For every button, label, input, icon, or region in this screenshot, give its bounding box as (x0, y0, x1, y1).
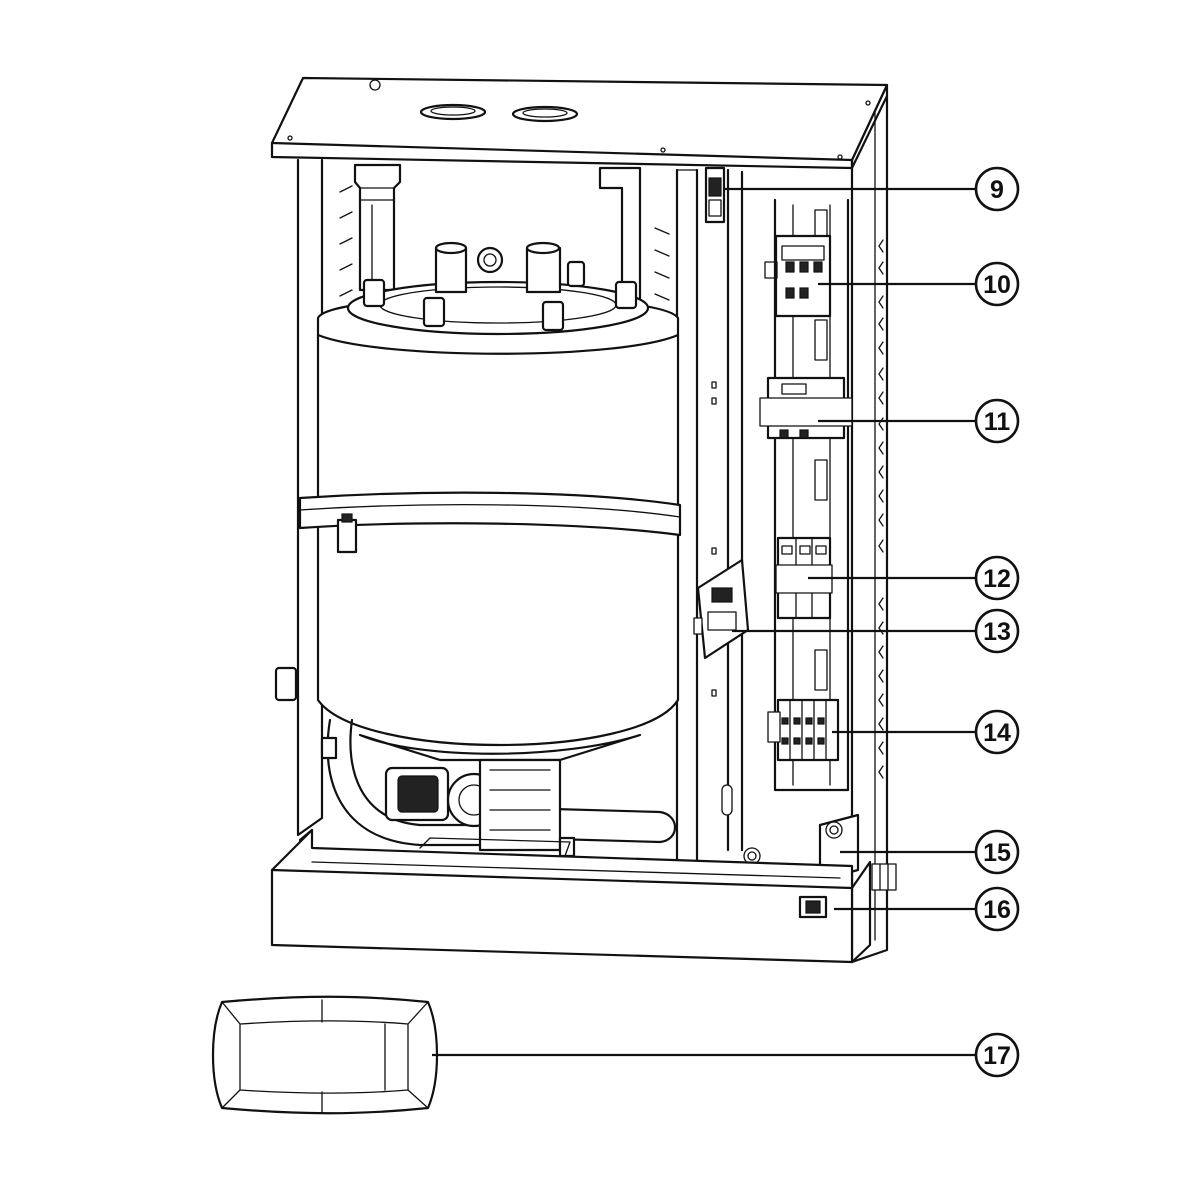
cylinder-nozzles (362, 241, 638, 332)
callout-13: 13 (732, 608, 1020, 654)
callout-15: 15 (840, 829, 1020, 875)
callout-12-number: 12 (983, 565, 1011, 593)
base-tray (270, 828, 872, 964)
drain-pump (274, 666, 676, 858)
callout-10-number: 10 (983, 271, 1011, 299)
steam-cylinder (298, 241, 682, 762)
callout-11-number: 11 (984, 408, 1011, 436)
callout-13-number: 13 (983, 618, 1011, 646)
part-15-cable-gland (818, 813, 897, 891)
side-louvres (878, 239, 884, 779)
callout-17: 17 (432, 1032, 1020, 1078)
callouts: 9 10 11 12 13 14 15 (432, 166, 1020, 1078)
callout-14: 14 (832, 709, 1020, 755)
callout-16: 16 (834, 886, 1020, 932)
part-11-relay (759, 376, 853, 440)
callout-12: 12 (808, 555, 1020, 601)
part-13-control-board (693, 558, 750, 660)
cabinet-frame (296, 83, 889, 964)
part-17-display-panel (211, 995, 439, 1115)
callout-10: 10 (818, 261, 1020, 307)
part-9-fuse-holder (704, 166, 726, 224)
part-10-contactor (764, 234, 832, 318)
part-16-switch (798, 895, 828, 919)
callout-16-number: 16 (983, 896, 1011, 924)
rear-vents (339, 185, 670, 301)
callout-9: 9 (724, 166, 1020, 212)
callout-11: 11 (818, 398, 1020, 444)
callout-14-number: 14 (983, 719, 1011, 747)
top-cover (270, 76, 889, 170)
frame-holes (711, 381, 717, 697)
part-14-terminal-block (767, 698, 840, 762)
callout-15-number: 15 (983, 839, 1011, 867)
steam-pipes (353, 163, 642, 302)
callout-9-number: 9 (990, 176, 1004, 204)
callout-17-number: 17 (983, 1042, 1011, 1070)
